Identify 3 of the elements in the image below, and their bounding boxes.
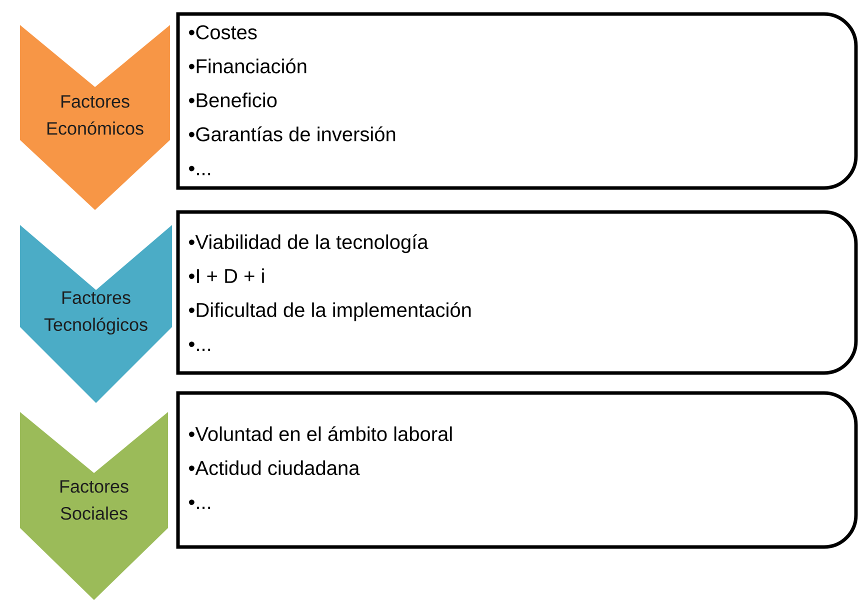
list-box: •Viabilidad de la tecnología •I + D + i •Dificultad de la implementación •...	[176, 210, 858, 375]
list-box: •Voluntad en el ámbito laboral •Actidud ciudadana •...	[176, 391, 858, 549]
list-box: •Costes •Financiación •Beneficio •Garantías de inversión •...	[176, 12, 858, 190]
